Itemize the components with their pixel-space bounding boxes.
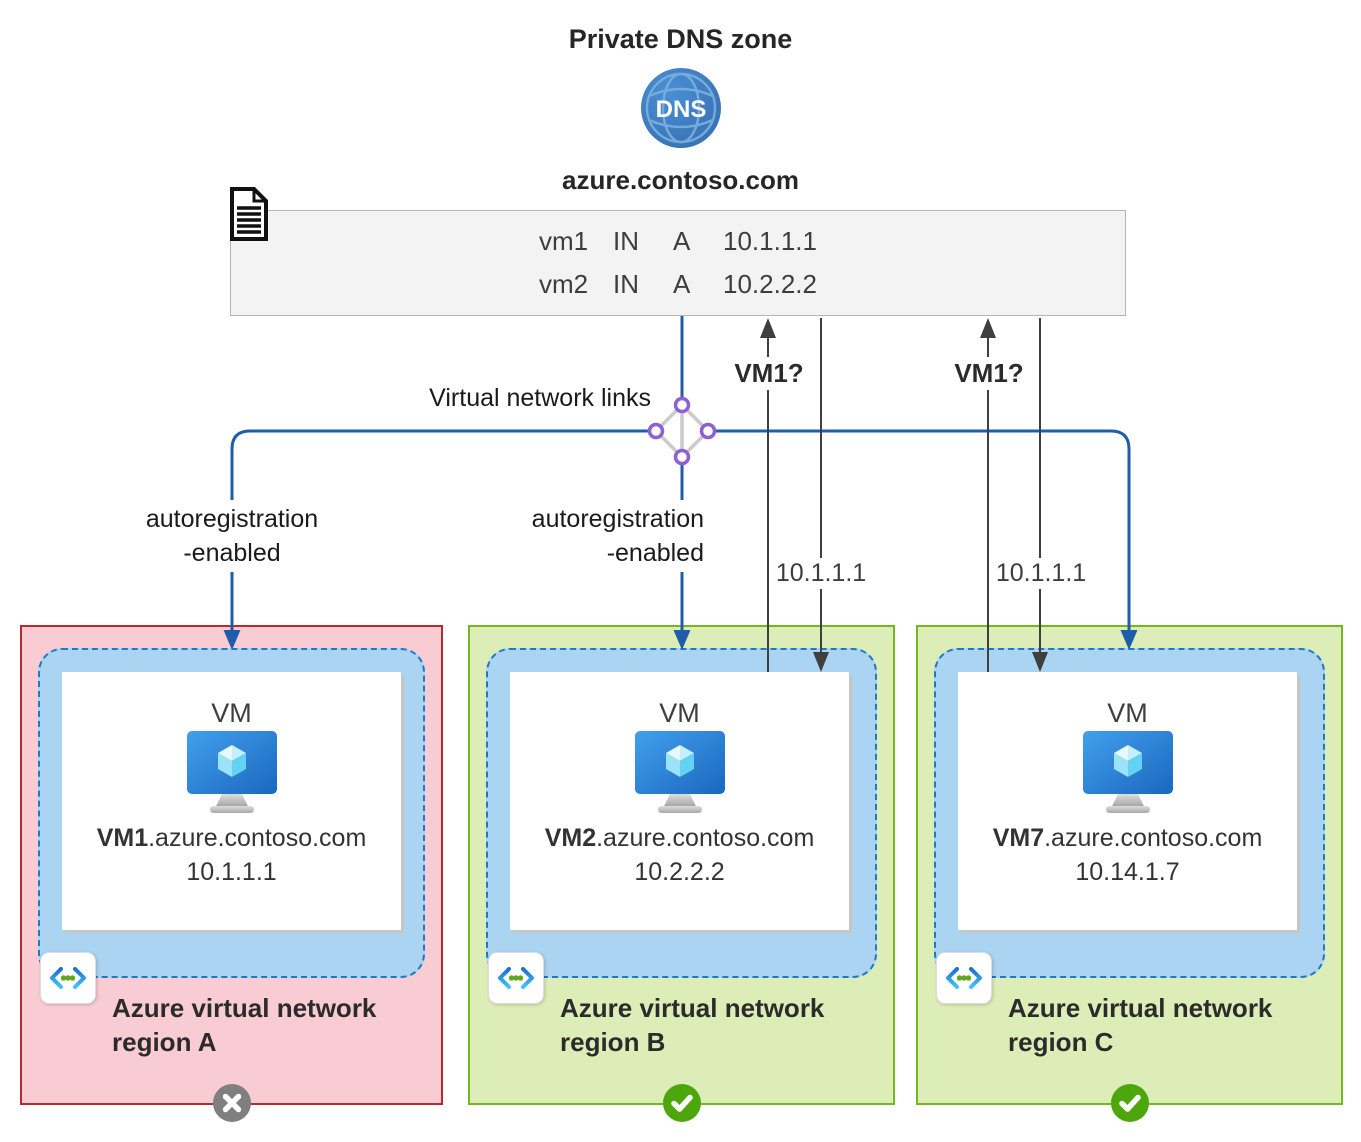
document-icon — [230, 187, 268, 241]
vm-hostname: VM2.azure.contoso.com — [544, 824, 815, 852]
dns-globe-icon: DNS — [641, 68, 721, 148]
query-label: VM1? — [950, 357, 1028, 390]
record-name: vm1 — [539, 226, 589, 256]
page-title: Private DNS zone — [568, 24, 793, 54]
zone-name: azure.contoso.com — [562, 165, 799, 195]
record-type: A — [673, 269, 691, 299]
vm-ip: 10.14.1.7 — [1075, 858, 1180, 886]
vm-ip: 10.1.1.1 — [186, 858, 277, 886]
vm-icon — [1082, 731, 1173, 813]
vm-card: VM VM2.azure.contoso.com 10.2.2.2 — [510, 672, 849, 930]
region-c: VM VM7.azure.contoso.com 10.14.1.7 — [916, 625, 1343, 1122]
status-error-icon — [212, 1083, 252, 1128]
record-class: IN — [613, 269, 639, 299]
vm-hostname: VM7.azure.contoso.com — [992, 824, 1263, 852]
dns-icon-label: DNS — [656, 96, 707, 123]
region-label: Azure virtual network region C — [1008, 993, 1273, 1057]
autoregistration-label: autoregistration -enabled — [139, 500, 325, 572]
vm-card: VM VM7.azure.contoso.com 10.14.1.7 — [958, 672, 1297, 930]
vm-icon — [634, 731, 725, 813]
virtual-network-links-icon — [647, 396, 717, 466]
record-ip: 10.1.1.1 — [723, 226, 817, 256]
vm-hostname: VM1.azure.contoso.com — [96, 824, 367, 852]
autoregistration-label: autoregistration -enabled — [498, 500, 710, 572]
answer-label: 10.1.1.1 — [771, 558, 871, 589]
virtual-network-links-label: Virtual network links — [429, 384, 651, 412]
status-success-icon — [662, 1083, 702, 1128]
record-type: A — [673, 226, 691, 256]
virtual-network-icon — [488, 952, 544, 1004]
vm-icon — [186, 731, 277, 813]
record-ip: 10.2.2.2 — [723, 269, 817, 299]
region-label: Azure virtual network region B — [560, 993, 825, 1057]
virtual-network-icon — [40, 952, 96, 1004]
vm-card: VM VM1.azure.contoso.com — [62, 672, 401, 930]
answer-label: 10.1.1.1 — [991, 558, 1091, 589]
dns-records: vm1 IN A 10.1.1.1 vm2 IN A 10.2.2.2 — [539, 226, 817, 300]
virtual-network-icon — [936, 952, 992, 1004]
query-label: VM1? — [730, 357, 808, 390]
region-a: VM VM1.azure.contoso.com — [20, 625, 443, 1122]
region-label: Azure virtual network region A — [112, 993, 377, 1057]
vm-card-title: VM — [659, 698, 700, 728]
region-b: VM VM2.azure.contoso.com 10.2.2.2 — [468, 625, 895, 1122]
record-class: IN — [613, 226, 639, 256]
vm-card-title: VM — [211, 698, 252, 728]
record-name: vm2 — [539, 269, 589, 299]
status-success-icon — [1110, 1083, 1150, 1128]
dns-record-box: vm1 IN A 10.1.1.1 vm2 IN A 10.2.2.2 — [230, 210, 1126, 316]
vm-card-title: VM — [1107, 698, 1148, 728]
vm-ip: 10.2.2.2 — [634, 858, 725, 886]
